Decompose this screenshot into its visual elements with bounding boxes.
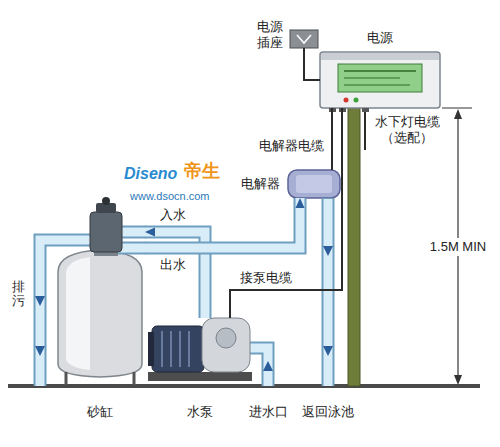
node-label: 电源插座 <box>257 19 284 50</box>
outflow-pipe <box>145 198 305 248</box>
light-cable <box>364 112 366 150</box>
watermark: 帝生 <box>184 161 220 183</box>
watermark: Diseno <box>124 164 177 183</box>
control-screen <box>338 64 422 92</box>
connector-label: 接泵电缆 <box>240 270 292 286</box>
valve-knob <box>102 197 110 205</box>
arrowhead <box>296 198 305 208</box>
node-label: 水泵 <box>150 404 250 420</box>
drain-pipe <box>40 240 96 386</box>
dimension-label: 1.5M MIN <box>428 238 488 256</box>
connector-label: 入水 <box>160 207 186 223</box>
return-pipe <box>322 198 335 386</box>
node-label: 电源 <box>320 30 440 46</box>
cable-line <box>304 48 320 80</box>
power-supply-box: 电源 <box>320 52 440 108</box>
cable-note: 水下灯电缆 （选配） <box>372 114 442 147</box>
flow-arrow <box>263 361 273 371</box>
flow-arrow <box>323 246 333 256</box>
pump-motor <box>152 326 204 372</box>
indicator-led <box>354 98 359 103</box>
screen-line <box>344 78 400 79</box>
inlet-label: 进水口 <box>249 404 288 420</box>
multiport-valve <box>90 212 122 252</box>
pump-housing <box>202 318 250 372</box>
flow-arrow <box>323 346 333 356</box>
plug-cord <box>304 48 320 80</box>
power-socket: 电源插座 <box>290 30 318 48</box>
pump-base <box>148 372 252 381</box>
screen-line <box>344 85 410 86</box>
node-label: 电解器 <box>241 176 280 192</box>
motor-fin <box>170 331 172 367</box>
motor-fin <box>179 331 181 367</box>
motor-cap <box>148 332 154 366</box>
motor-fin <box>161 331 163 367</box>
drain-pipe <box>40 240 96 386</box>
watermark: www.dsocn.com <box>130 190 209 203</box>
cable-line <box>230 108 342 318</box>
extension-line <box>442 108 472 109</box>
arrowhead <box>145 228 155 237</box>
flow-arrow <box>35 346 45 356</box>
electrolyzer-cable <box>332 108 333 170</box>
dimension-arrow <box>454 109 462 119</box>
pipe-core <box>145 198 300 248</box>
pipe-outline <box>145 198 300 248</box>
connector-label: 电解器电缆 <box>259 138 324 154</box>
electrolyzer-cell <box>288 170 340 198</box>
sand-tank-body <box>58 250 142 377</box>
pump: 水泵 <box>150 318 250 378</box>
inflow-pipe <box>145 228 205 319</box>
return-label: 返回泳池 <box>302 404 354 420</box>
connector-label: 出水 <box>160 257 186 273</box>
power-box-top <box>321 53 439 60</box>
ground-line <box>8 384 480 388</box>
sand-tank: 砂缸 <box>55 198 145 378</box>
power-box-body <box>320 52 440 108</box>
pump-cable <box>230 108 342 318</box>
node-label: 砂缸 <box>55 404 145 420</box>
socket-symbol <box>297 35 311 43</box>
cable-gland <box>362 108 369 112</box>
tank-leg <box>65 372 68 385</box>
drain-label: 排污 <box>12 280 25 309</box>
socket-body <box>290 30 318 48</box>
tank-leg <box>133 372 136 385</box>
electrolyzer-band <box>296 175 332 193</box>
return-pipe <box>324 199 333 386</box>
cable-line <box>331 108 333 170</box>
motor-fin <box>188 331 190 367</box>
strainer-lid <box>216 328 236 348</box>
mounting-post <box>348 108 360 386</box>
indicator-led <box>344 98 349 103</box>
flow-arrow <box>35 296 45 306</box>
electrolyzer: 电解器 <box>288 170 340 198</box>
dimension-arrow <box>454 375 462 385</box>
screen-line <box>344 70 416 72</box>
sand-tank-highlight <box>66 257 90 370</box>
